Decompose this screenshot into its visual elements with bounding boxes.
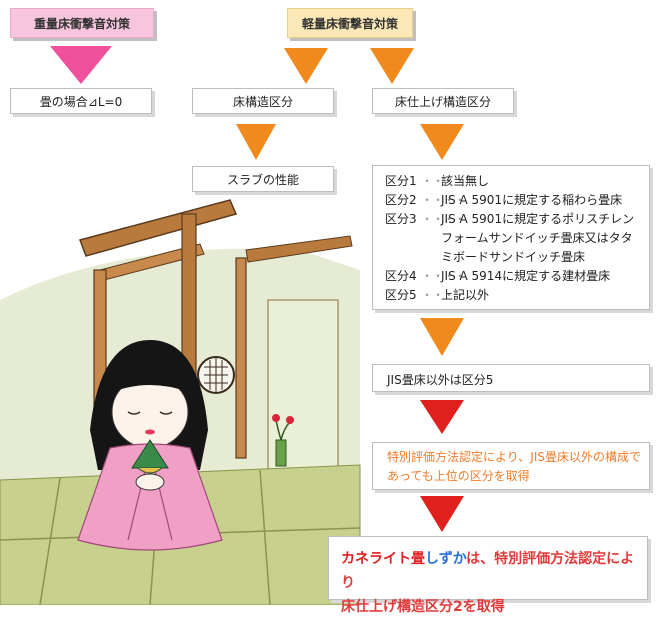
orange-arrow-left [284,48,328,84]
red-arrow-1 [420,400,464,434]
orange-arrow-jis [420,318,464,356]
jis-note-box: JIS畳床以外は区分5 [372,364,650,392]
room-illustration [0,199,361,605]
light-impact-label: 軽量床衝撃音対策 [287,8,413,38]
orange-arrow-right [370,48,414,84]
red-arrow-2 [420,496,464,532]
list-item: 区分3 ・・・・ JIS A 5901に規定するポリスチレンフォームサンドイッチ… [385,212,635,264]
orange-arrow-list [420,124,464,160]
list-item: 区分4 ・・・・ JIS A 5914に規定する建材畳床 [385,269,611,283]
orange-arrow-slab [236,124,276,160]
floor-structure-box: 床構造区分 [192,88,334,114]
classification-list: 区分1 ・・・・ 該当無し 区分2 ・・・・ JIS A 5901に規定する稲わ… [372,165,650,310]
slab-performance-box: スラブの性能 [192,166,334,192]
heavy-result-box: 畳の場合⊿L=0 [10,88,152,114]
floor-finish-box: 床仕上げ構造区分 [372,88,514,114]
final-line2: 床仕上げ構造区分2を取得 [341,599,505,615]
final-result-box: カネライト畳しずかは、特別評価方法認定により 床仕上げ構造区分2を取得 [328,536,648,615]
list-item: 区分5 ・・・・ 上記以外 [385,288,490,302]
list-item: 区分1 ・・・・ 該当無し [385,174,490,188]
brand-name: カネライト畳 [341,551,425,567]
final-line1: は、特別評価方法認定により [341,551,635,591]
special-evaluation-box: 特別評価方法認定により、JIS畳床以外の構成であっても上位の区分を取得 [372,442,650,490]
heavy-impact-label: 重量床衝撃音対策 [10,8,154,38]
brand-name-suffix: しずか [425,551,467,567]
list-item: 区分2 ・・・・ JIS A 5901に規定する稲わら畳床 [385,193,623,207]
pink-arrow-down [50,46,112,84]
diagram-graphics [0,46,464,605]
